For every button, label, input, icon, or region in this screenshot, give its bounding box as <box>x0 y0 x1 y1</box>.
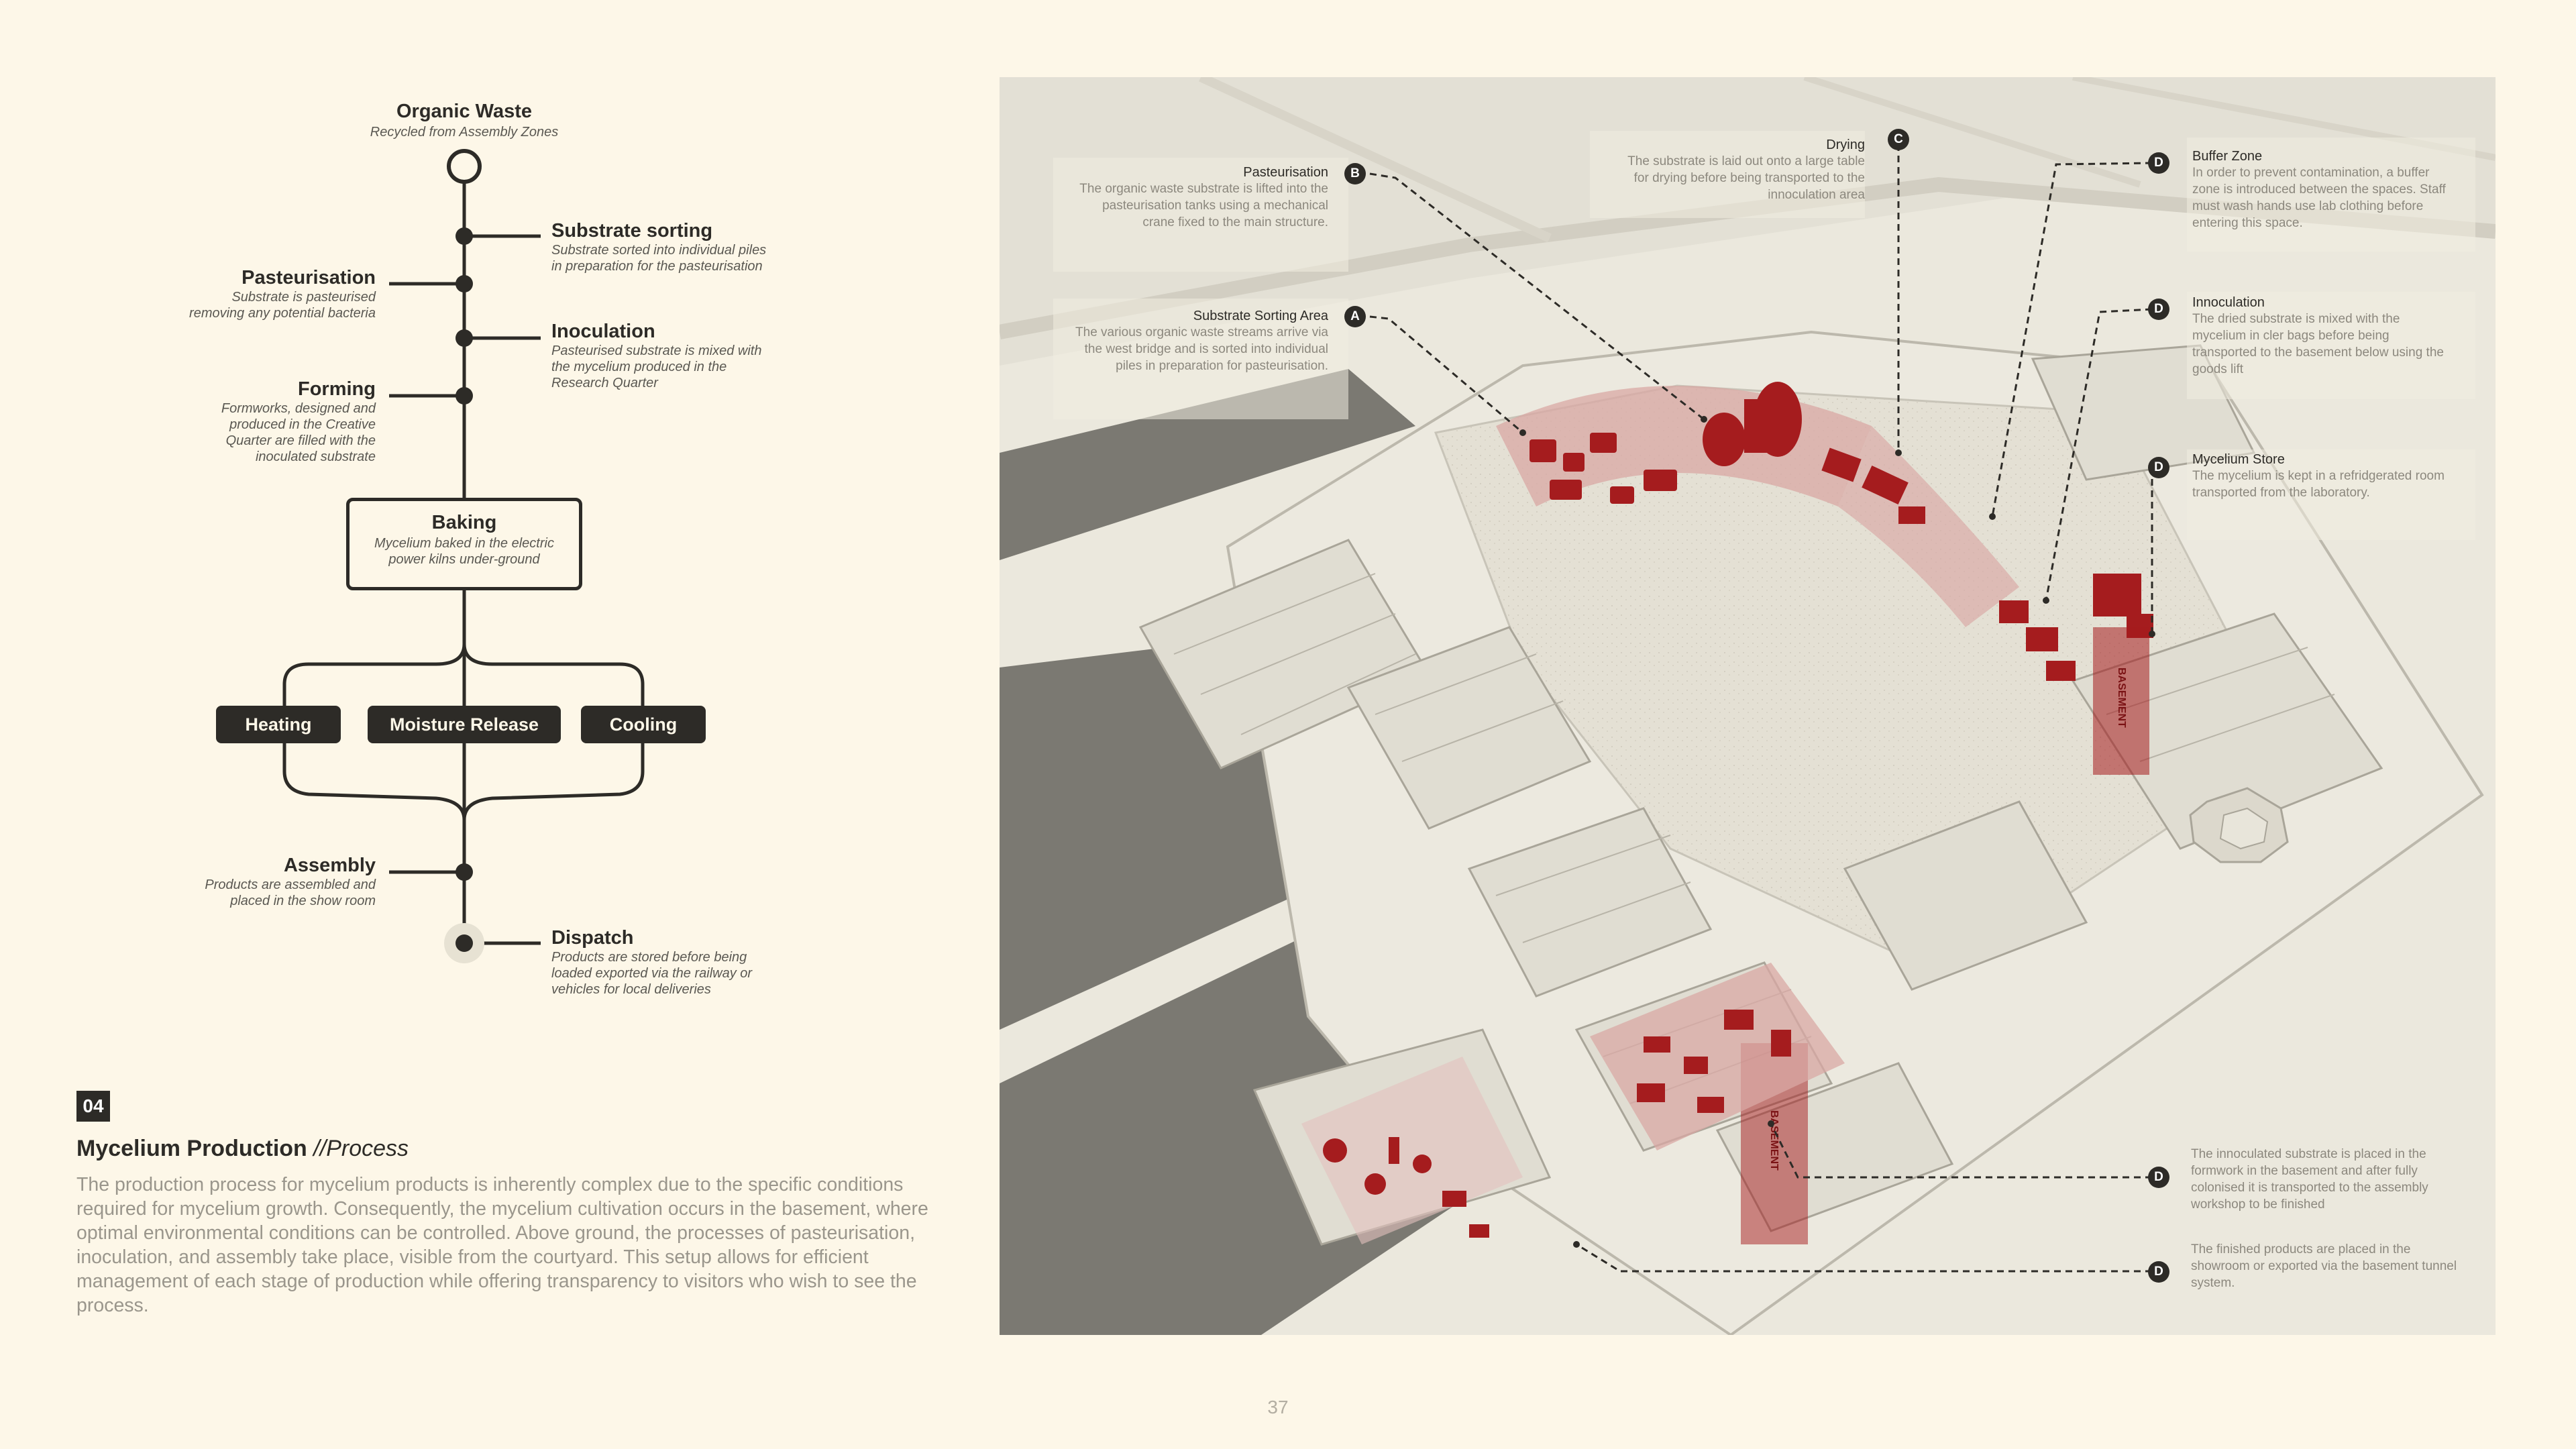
substrate-sorting-callout: Substrate Sorting Area The various organ… <box>1073 309 1328 374</box>
flow-substrate-sorting-desc: Substrate sorted into individual piles i… <box>551 242 773 274</box>
flow-start: Organic Waste Recycled from Assembly Zon… <box>322 101 606 140</box>
flow-pasteurisation-title: Pasteurisation <box>186 267 376 289</box>
buffer-zone-callout: Buffer Zone In order to prevent contamin… <box>2192 149 2454 231</box>
flow-dispatch-desc: Products are stored before being loaded … <box>551 949 753 998</box>
flow-heating-pill: Heating <box>216 706 341 743</box>
flow-assembly-title: Assembly <box>195 855 376 877</box>
page-number: 37 <box>1248 1397 1308 1418</box>
flow-inoculation-desc: Pasteurised substrate is mixed with the … <box>551 343 766 391</box>
flow-forming: Forming Formworks, designed and produced… <box>186 378 376 465</box>
drying-callout-label: Drying <box>1617 138 1865 153</box>
callout-marker-d-formwork: D <box>2148 1167 2169 1188</box>
pasteurisation-callout: Pasteurisation The organic waste substra… <box>1073 165 1328 231</box>
flow-pasteurisation: Pasteurisation Substrate is pasteurised … <box>186 267 376 321</box>
flow-moisture-release-pill: Moisture Release <box>368 706 561 743</box>
drying-callout-desc: The substrate is laid out onto a large t… <box>1617 153 1865 203</box>
flow-baking-desc: Mycelium baked in the electric power kil… <box>367 535 561 568</box>
flow-start-title: Organic Waste <box>322 101 606 123</box>
mycelium-store-callout-label: Mycelium Store <box>2192 452 2454 468</box>
showroom-callout: The finished products are placed in the … <box>2191 1241 2459 1291</box>
flow-assembly-desc: Products are assembled and placed in the… <box>195 877 376 909</box>
flow-start-desc: Recycled from Assembly Zones <box>322 124 606 140</box>
flow-substrate-sorting: Substrate sorting Substrate sorted into … <box>551 220 773 274</box>
section-number-badge: 04 <box>76 1091 110 1122</box>
flow-inoculation-title: Inoculation <box>551 321 766 343</box>
start-node-icon <box>449 151 480 182</box>
innoculation-callout: Innoculation The dried substrate is mixe… <box>2192 295 2454 378</box>
flow-forming-title: Forming <box>186 378 376 400</box>
flow-inoculation: Inoculation Pasteurised substrate is mix… <box>551 321 766 391</box>
callout-marker-d-buffer: D <box>2148 152 2169 174</box>
substrate-sorting-callout-desc: The various organic waste streams arrive… <box>1073 324 1328 374</box>
section-title-main: Mycelium Production <box>76 1136 307 1161</box>
callout-marker-d-showroom: D <box>2148 1261 2169 1283</box>
callout-marker-b: B <box>1344 163 1366 184</box>
basement-formwork-callout: The innoculated substrate is placed in t… <box>2191 1146 2459 1213</box>
mycelium-store-callout-desc: The mycelium is kept in a refridgerated … <box>2192 468 2454 501</box>
mycelium-store-callout: Mycelium Store The mycelium is kept in a… <box>2192 452 2454 501</box>
section-title: Mycelium Production //Process <box>76 1136 409 1162</box>
section-title-subtitle: Process <box>326 1136 409 1161</box>
flow-dispatch: Dispatch Products are stored before bein… <box>551 927 753 998</box>
innoculation-callout-desc: The dried substrate is mixed with the my… <box>2192 311 2454 378</box>
callout-marker-c: C <box>1888 129 1909 150</box>
innoculation-callout-label: Innoculation <box>2192 295 2454 311</box>
flow-cooling-pill: Cooling <box>581 706 706 743</box>
basement-label-lower: BASEMENT <box>1768 1110 1780 1171</box>
flow-assembly: Assembly Products are assembled and plac… <box>195 855 376 909</box>
pasteurisation-callout-label: Pasteurisation <box>1073 165 1328 180</box>
showroom-callout-desc: The finished products are placed in the … <box>2191 1241 2459 1291</box>
flow-substrate-sorting-title: Substrate sorting <box>551 220 773 242</box>
section-title-separator: // <box>313 1136 326 1161</box>
callout-marker-a: A <box>1344 306 1366 327</box>
flow-pasteurisation-desc: Substrate is pasteurised removing any po… <box>186 289 376 321</box>
buffer-zone-callout-label: Buffer Zone <box>2192 149 2454 164</box>
substrate-sorting-callout-label: Substrate Sorting Area <box>1073 309 1328 324</box>
flow-dispatch-title: Dispatch <box>551 927 753 949</box>
basement-label-upper: BASEMENT <box>2116 667 2127 728</box>
flow-baking-title: Baking <box>350 512 579 534</box>
callout-marker-d-store: D <box>2148 457 2169 478</box>
pasteurisation-callout-desc: The organic waste substrate is lifted in… <box>1073 180 1328 231</box>
buffer-zone-callout-desc: In order to prevent contamination, a buf… <box>2192 164 2454 231</box>
callout-marker-d-innoculation: D <box>2148 299 2169 320</box>
section-body-text: The production process for mycelium prod… <box>76 1173 928 1318</box>
drying-callout: Drying The substrate is laid out onto a … <box>1617 138 1865 203</box>
flow-forming-desc: Formworks, designed and produced in the … <box>186 400 376 465</box>
basement-formwork-callout-desc: The innoculated substrate is placed in t… <box>2191 1146 2459 1213</box>
flow-baking-box: Baking Mycelium baked in the electric po… <box>346 498 582 590</box>
